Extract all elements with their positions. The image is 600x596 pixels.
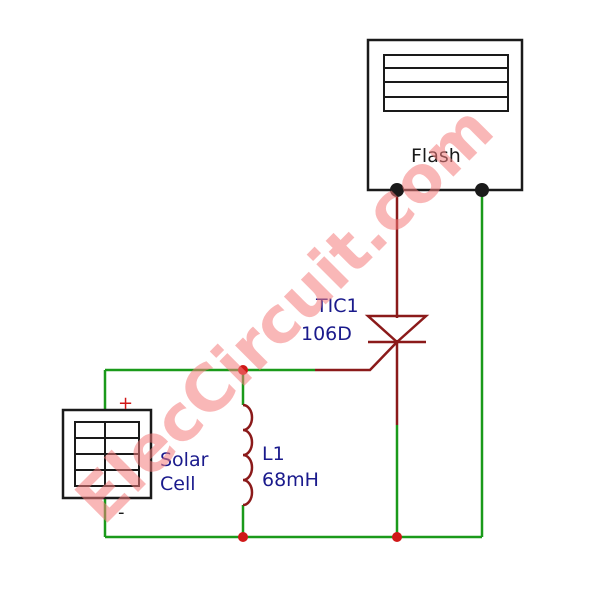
solar-plus-sign: + <box>118 393 133 414</box>
junction-node-bottom-scr <box>392 532 402 542</box>
solar-label-line1: Solar <box>160 449 209 471</box>
inductor-name-label: L1 <box>262 443 285 465</box>
flash-terminal-right <box>475 183 489 197</box>
flash-unit: Flash <box>366 38 524 197</box>
junction-nodes <box>238 365 402 542</box>
scr-name-label: TIC1 <box>315 295 359 317</box>
scr-triangle <box>364 314 430 344</box>
flash-label: Flash <box>411 145 461 167</box>
solar-minus-sign: - <box>118 502 125 523</box>
junction-node-top-inductor <box>238 365 248 375</box>
scr-symbol <box>364 314 430 344</box>
inductor-coil <box>242 403 254 507</box>
green-wires <box>103 190 484 539</box>
red-wires <box>315 190 399 425</box>
flash-terminal-left <box>390 183 404 197</box>
scr-part-label: 106D <box>301 323 352 345</box>
junction-node-bottom-inductor <box>238 532 248 542</box>
solar-cell <box>61 408 153 500</box>
wire-gate-lead <box>315 341 398 372</box>
solar-label-line2: Cell <box>160 473 196 495</box>
inductor-value-label: 68mH <box>262 469 319 491</box>
